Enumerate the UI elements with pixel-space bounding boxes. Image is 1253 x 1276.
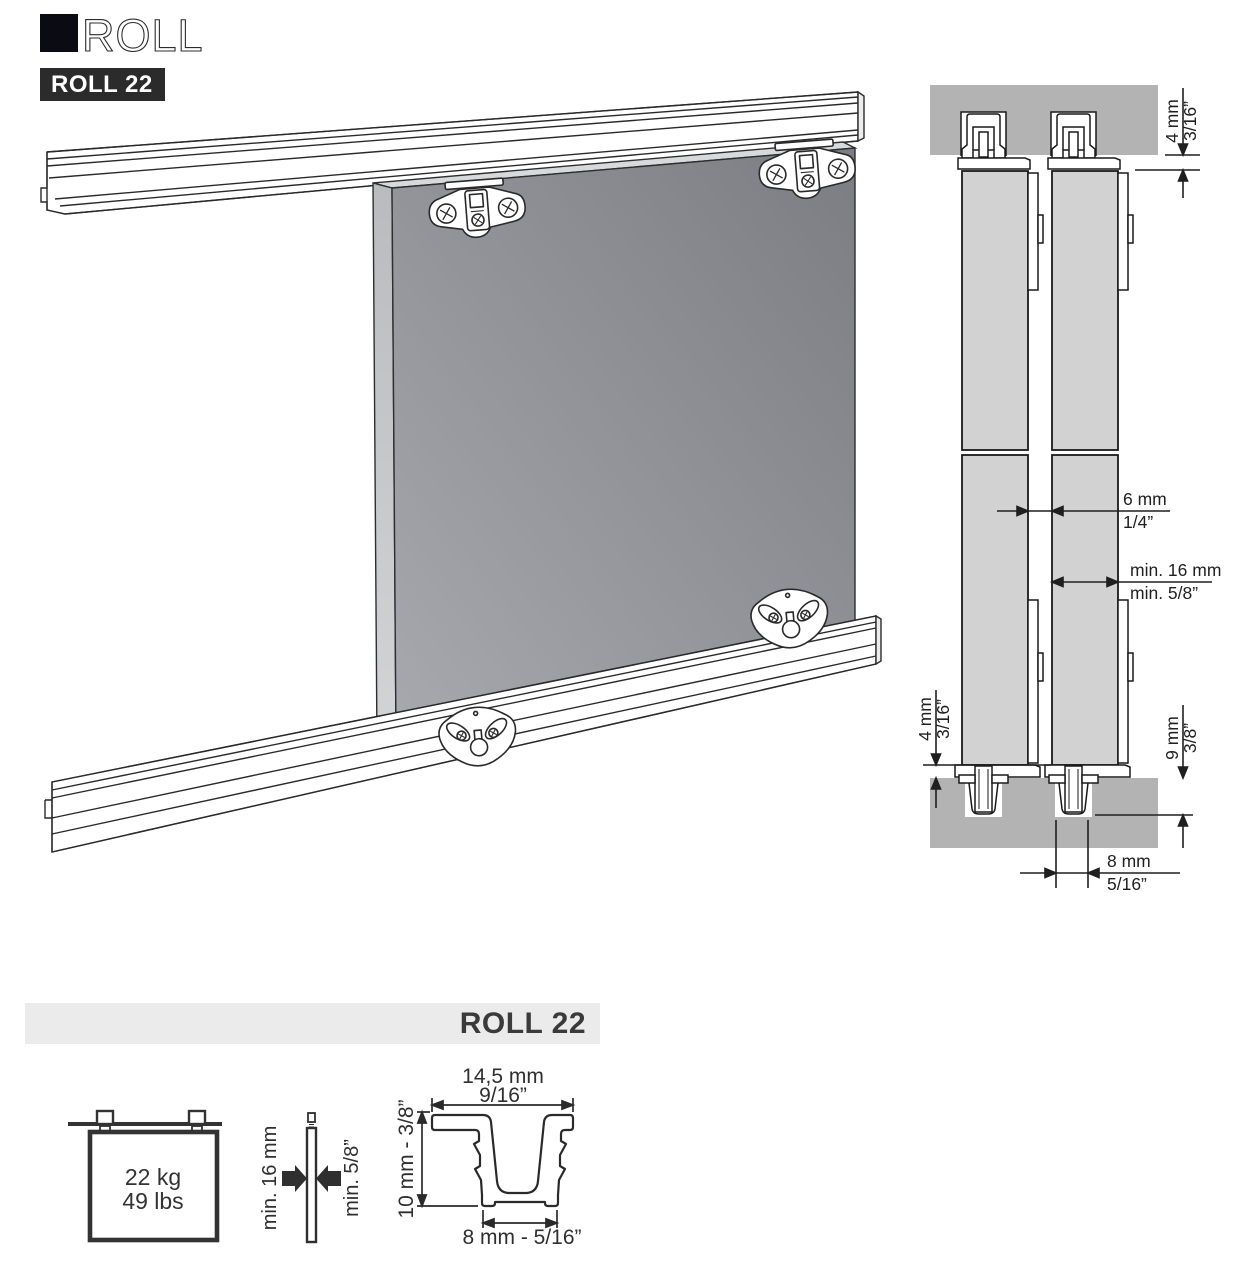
floor-guide-left (954, 764, 1041, 815)
label-groove-depth-in: 3/8” (1180, 723, 1200, 753)
label-door-thickness-mm: min. 16 mm (259, 1126, 281, 1230)
arrow-right-icon (316, 1165, 341, 1192)
door-thickness-icon: min. 16 mm min. 5/8” (259, 1112, 363, 1244)
label-profile-base: 8 mm - 5/16” (462, 1226, 581, 1249)
label-max-weight-lbs: 49 lbs (122, 1188, 183, 1214)
dimension-lines (923, 88, 1212, 888)
arrow-left-icon (282, 1165, 307, 1192)
panel-lower-right (1051, 454, 1119, 766)
label-profile-height: 10 mm - 3/8” (395, 1099, 418, 1218)
guide-profile-icon: 14,5 mm 9/16” 10 mm - 3/8” 8 mm - 5/16” (395, 1065, 582, 1249)
label-groove-width-in: 5/16” (1107, 874, 1147, 894)
label-door-gap-in: 1/4” (1123, 512, 1153, 532)
label-door-gap-mm: 6 mm (1123, 489, 1167, 509)
cross-section-drawing: 4 mm 3/16” 6 mm 1/4” min. 16 mm min. 5/8… (915, 85, 1221, 894)
product-badge: ROLL 22 (40, 68, 165, 101)
label-bottom-clearance-mm: 4 mm (915, 697, 935, 741)
max-weight-icon: 22 kg 49 lbs (68, 1109, 222, 1243)
panel-upper-left (961, 170, 1029, 451)
fitting-plates (1027, 172, 1134, 764)
top-track-left (957, 111, 1031, 170)
label-bottom-clearance-in: 3/16” (933, 699, 953, 739)
brand-logo: ROLL (40, 14, 208, 60)
label-profile-width-mm: 14,5 mm (462, 1065, 544, 1088)
panel-lower-left (961, 454, 1029, 766)
spec-section-title: ROLL 22 (25, 1003, 600, 1044)
brand-logo-mark-icon (40, 14, 78, 52)
label-door-thickness-mm: min. 16 mm (1130, 560, 1221, 580)
label-door-thickness-in: min. 5/8” (1130, 583, 1198, 603)
logo-text: ROLL (82, 14, 204, 60)
label-groove-width-mm: 8 mm (1107, 851, 1151, 871)
label-door-thickness-in: min. 5/8” (341, 1139, 363, 1217)
spec-icons: 22 kg 49 lbs min. 16 mm min. 5/8” (68, 1065, 582, 1249)
main-illustration (40, 90, 882, 853)
panel-upper-right (1051, 170, 1119, 451)
label-top-clearance-mm: 4 mm (1162, 99, 1182, 143)
label-groove-depth-mm: 9 mm (1162, 716, 1182, 760)
label-max-weight-kg: 22 kg (125, 1164, 181, 1190)
bottom-base-block (930, 778, 1158, 848)
label-profile-width-in: 9/16” (479, 1084, 527, 1107)
label-top-clearance-in: 3/16” (1180, 101, 1200, 141)
brand-logo-text: ROLL (81, 14, 204, 60)
